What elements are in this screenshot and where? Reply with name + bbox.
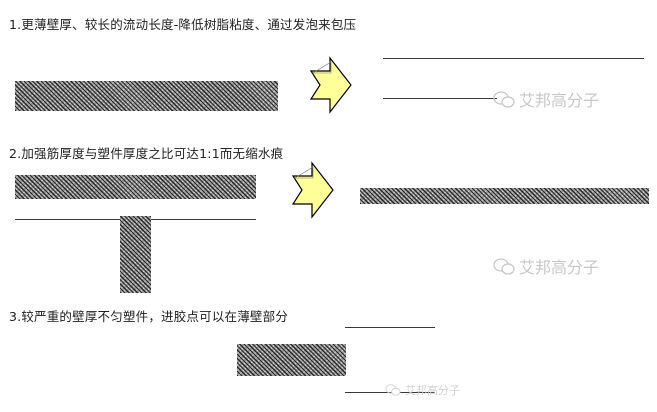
thick-section xyxy=(237,344,346,376)
watermark-text: 艾邦高分子 xyxy=(519,91,600,110)
watermark: 艾邦高分子 xyxy=(493,254,599,278)
watermark-text: 艾邦高分子 xyxy=(405,384,460,397)
wechat-icon xyxy=(493,257,515,275)
thin-wall-top-line xyxy=(383,58,644,59)
section-3-caption: 3.较严重的壁厚不匀塑件，进胶点可以在薄壁部分 xyxy=(9,309,289,324)
rib xyxy=(120,216,151,293)
watermark: 艾邦高分子 xyxy=(385,382,460,398)
section-1-caption: 1.更薄壁厚、较长的流动长度-降低树脂粘度、通过发泡来包压 xyxy=(9,17,357,32)
thin-section-top-line xyxy=(345,327,435,328)
plate-wall xyxy=(15,175,256,199)
thick-wall-part xyxy=(15,81,278,111)
section-2-caption: 2.加强筋厚度与塑件厚度之比可达1:1而无缩水痕 xyxy=(9,146,284,161)
arrow-icon xyxy=(309,56,352,114)
watermark-text: 艾邦高分子 xyxy=(519,258,600,277)
wechat-icon xyxy=(385,384,401,396)
thin-wall-bottom-line xyxy=(383,98,497,99)
wechat-icon xyxy=(493,90,515,108)
uniform-wall xyxy=(360,188,649,204)
thin-section-bottom-line xyxy=(345,392,435,393)
watermark: 艾邦高分子 xyxy=(493,87,599,111)
arrow-icon xyxy=(291,161,334,219)
